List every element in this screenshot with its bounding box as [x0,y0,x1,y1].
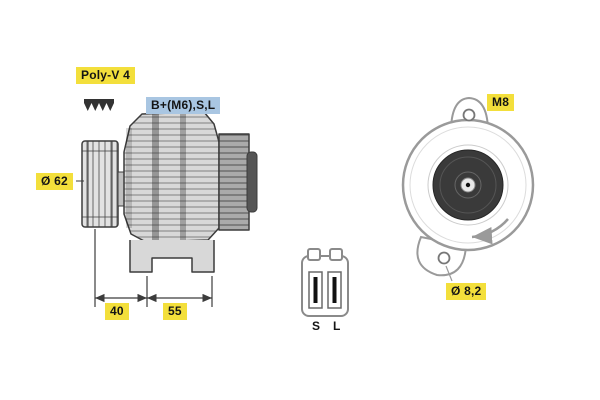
pulley-diameter-label: Ø 62 [36,173,73,190]
hole-diameter-label: Ø 8,2 [446,283,487,300]
pulley-body [81,140,119,228]
connector-terminal-l-label: L [333,319,341,333]
connector-diagram [301,248,349,317]
dimension-lines [76,180,213,307]
front-bracket [123,111,220,243]
bolt-size-label: M8 [487,94,515,111]
rear-cap [246,151,258,213]
rear-bracket [218,133,250,231]
terminal-designation-label: B+(M6),S,L [146,97,221,114]
belt-profile-icon [84,99,114,111]
bolt-hole-top [462,108,476,122]
connector-tab-left [307,248,321,261]
housing-band-2 [180,113,186,240]
connector-tab-right [329,248,343,261]
terminal-pin-l [332,277,337,303]
alternator-side-view [76,99,258,307]
stator-ring [427,144,509,226]
mounting-foot [129,240,215,273]
rotor-inner-ring [439,156,497,214]
bolt-hole-bottom [437,251,451,265]
belt-back [84,99,114,103]
belt-type-label: Poly-V 4 [76,67,135,84]
pulley [81,140,126,228]
dimension-55-label: 55 [163,303,187,320]
rotation-direction-arrow [471,218,509,245]
shaft-center-dot [465,182,471,188]
terminal-pin-s [313,277,318,303]
dimension-40-label: 40 [105,303,129,320]
alternator-rear-view [401,96,535,282]
housing [123,111,258,273]
hub-ring [454,171,482,199]
housing-inner-circle [409,126,527,244]
housing-shade-left [126,128,132,228]
housing-band-1 [152,114,159,240]
belt-ribs [84,103,114,111]
connector-terminal-s-label: S [312,319,321,333]
hole-diameter-leader [445,265,453,282]
